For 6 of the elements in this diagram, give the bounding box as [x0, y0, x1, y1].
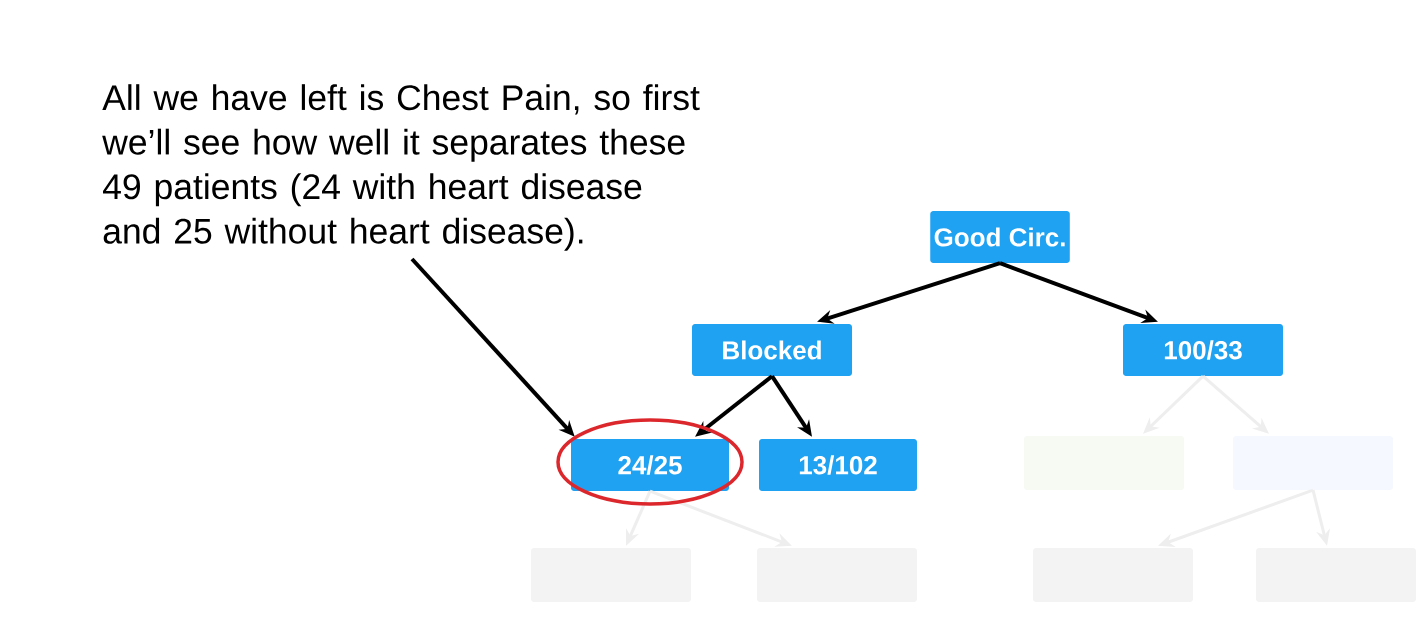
tree-node-box: Blocked — [692, 324, 852, 376]
tree-node-box: Good Circ. — [930, 211, 1070, 263]
tree-node-box: 100/33 — [1123, 324, 1283, 376]
tree-node-box: 13/102 — [759, 439, 917, 491]
tree-node-box: 24/25 — [571, 439, 729, 491]
explanation-text: All we have left is Chest Pain, so first we’ll see how well it separates these 49 patients (24 with heart disease and 25 without heart disease). — [102, 84, 700, 251]
